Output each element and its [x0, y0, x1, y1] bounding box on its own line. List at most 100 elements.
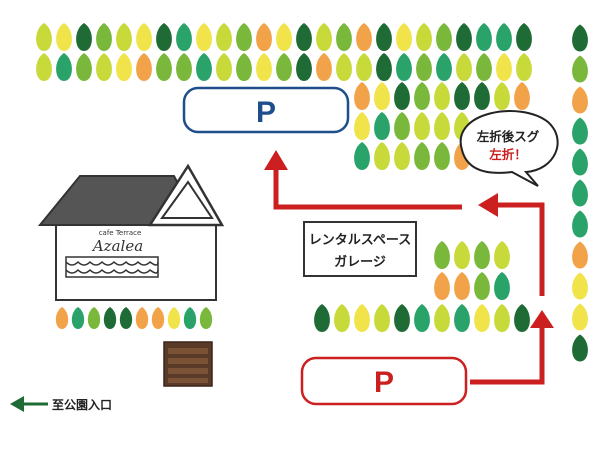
tree [356, 53, 372, 81]
speech-line2: 左折！ [488, 147, 527, 162]
tree [236, 53, 252, 81]
tree [119, 307, 133, 329]
tree [434, 82, 450, 110]
tree [316, 23, 332, 51]
tree [103, 307, 117, 329]
tree [156, 23, 172, 51]
tree [474, 304, 490, 332]
tree [216, 23, 232, 51]
tree [296, 53, 312, 81]
tree [572, 117, 588, 145]
tree [336, 53, 352, 81]
tree [55, 307, 69, 329]
tree [314, 304, 330, 332]
tree [474, 241, 490, 269]
tree [196, 53, 212, 81]
tree [356, 23, 372, 51]
route-segment-left-to-parking [273, 166, 462, 210]
tree [434, 112, 450, 140]
tree [354, 304, 370, 332]
tree [256, 53, 272, 81]
tree [436, 23, 452, 51]
tree [167, 307, 181, 329]
tree [374, 112, 390, 140]
parking-blue[interactable]: P [182, 86, 350, 134]
tree [572, 55, 588, 83]
tree [514, 304, 530, 332]
tree [494, 272, 510, 300]
tree [494, 82, 510, 110]
tree [454, 272, 470, 300]
tree [572, 334, 588, 362]
tree [494, 304, 510, 332]
tree [414, 304, 430, 332]
tree [496, 53, 512, 81]
tree [176, 23, 192, 51]
tree [496, 23, 512, 51]
route-arrowhead-up-right [530, 310, 554, 328]
tree [151, 307, 165, 329]
tree [514, 82, 530, 110]
tree [572, 24, 588, 52]
tree [456, 53, 472, 81]
tree [516, 23, 532, 51]
tree [414, 82, 430, 110]
tree [572, 210, 588, 238]
tree [135, 307, 149, 329]
tree [374, 82, 390, 110]
arrow-left-icon [10, 396, 24, 412]
tree [196, 23, 212, 51]
tree [416, 23, 432, 51]
tree [572, 86, 588, 114]
tree [56, 23, 72, 51]
tree [376, 23, 392, 51]
parking-blue-label: P [256, 96, 276, 129]
tree [414, 112, 430, 140]
rental-space-box[interactable]: レンタルスペース ガレージ [303, 221, 417, 277]
tree [434, 241, 450, 269]
cafe-small-label: cafe Terrace [99, 229, 142, 237]
tree [394, 304, 410, 332]
tree [572, 272, 588, 300]
tree [116, 23, 132, 51]
tree [336, 23, 352, 51]
tree [572, 241, 588, 269]
tree [394, 112, 410, 140]
tree [416, 53, 432, 81]
tree [414, 142, 430, 170]
wooden-crate [163, 341, 213, 387]
parking-red[interactable]: P [300, 356, 468, 406]
tree [394, 142, 410, 170]
tree [156, 53, 172, 81]
tree [494, 241, 510, 269]
tree [256, 23, 272, 51]
route-arrowhead-up-left [264, 150, 288, 170]
tree [374, 142, 390, 170]
tree [516, 53, 532, 81]
tree [474, 82, 490, 110]
tree [434, 142, 450, 170]
tree [183, 307, 197, 329]
tree [76, 23, 92, 51]
parking-red-label: P [374, 366, 394, 399]
tree [572, 303, 588, 331]
tree [396, 23, 412, 51]
tree [434, 272, 450, 300]
tree [71, 307, 85, 329]
tree [354, 112, 370, 140]
route-arrowhead-left [478, 193, 498, 217]
tree [87, 307, 101, 329]
tree [116, 53, 132, 81]
cafe-building: cafe Terrace Azalea [37, 163, 225, 301]
tree [474, 272, 490, 300]
tree [136, 53, 152, 81]
tree [199, 307, 213, 329]
tree [136, 23, 152, 51]
tree [454, 304, 470, 332]
park-entrance-indicator[interactable]: 至公園入口 [10, 396, 112, 412]
tree [456, 23, 472, 51]
tree [354, 142, 370, 170]
tree [376, 53, 392, 81]
tree [216, 53, 232, 81]
